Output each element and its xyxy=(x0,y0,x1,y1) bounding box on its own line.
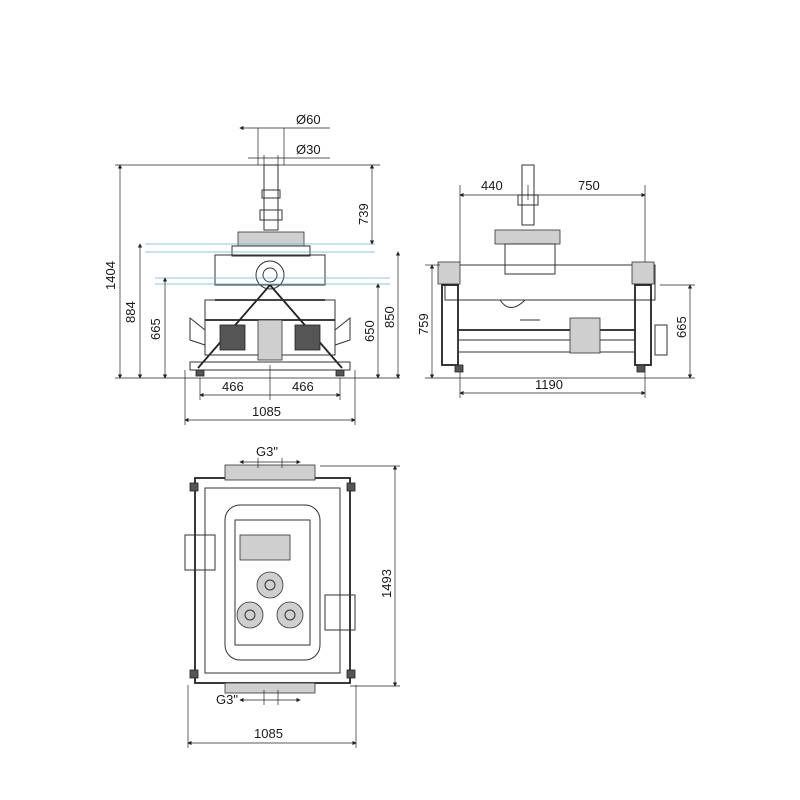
dim-440: 440 xyxy=(481,178,503,193)
side-view: 440 750 759 665 1190 xyxy=(416,164,695,398)
dim-665-side: 665 xyxy=(674,316,689,338)
dim-g3-top: G3" xyxy=(256,444,278,459)
dim-650: 650 xyxy=(362,320,377,342)
dim-1493: 1493 xyxy=(379,569,394,598)
dim-1404: 1404 xyxy=(103,261,118,290)
dim-466-right: 466 xyxy=(292,379,314,394)
dim-1190: 1190 xyxy=(535,377,563,392)
top-view: G3" G3" 1493 1085 xyxy=(184,444,400,748)
dim-850: 850 xyxy=(382,306,397,328)
dim-884: 884 xyxy=(123,301,138,323)
dim-759: 759 xyxy=(416,313,431,335)
front-view: Ø60 Ø30 1404 884 665 739 650 850 466 466… xyxy=(103,112,401,425)
dim-1085-front: 1085 xyxy=(252,404,281,419)
dim-g3-bottom: G3" xyxy=(216,692,238,707)
dim-dia-30: Ø30 xyxy=(296,142,321,157)
dim-466-left: 466 xyxy=(222,379,244,394)
dim-750: 750 xyxy=(578,178,600,193)
dim-1085-top: 1085 xyxy=(254,726,283,741)
dim-665-front: 665 xyxy=(148,318,163,340)
dim-dia-60: Ø60 xyxy=(296,112,321,127)
dim-739: 739 xyxy=(356,203,371,225)
